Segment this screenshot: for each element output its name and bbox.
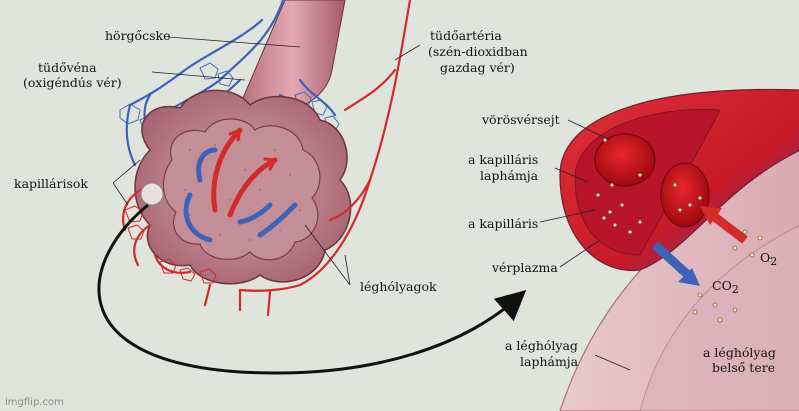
label-o2: O2	[760, 250, 777, 268]
red-blood-cell-1	[594, 133, 656, 187]
watermark: imgflip.com	[5, 397, 64, 408]
artery-network	[122, 0, 412, 317]
label-kapillaris: a kapilláris	[468, 216, 538, 231]
label-tudoarteria: tüdőartéria	[430, 28, 502, 43]
label-leg-belso: a léghólyag	[703, 345, 776, 360]
o2-arrow	[700, 206, 748, 244]
magnified-view	[559, 88, 799, 411]
label-co2: CO2	[712, 278, 739, 296]
co2-arrow	[651, 241, 700, 286]
label-kapillaris-laphamja-sub: laphámja	[480, 168, 539, 183]
bronchiole-tube	[239, 0, 346, 112]
label-leg-laphamja-sub: laphámja	[520, 354, 579, 369]
text-labels: hörgőcske tüdővéna (oxigéndús vér) tüdőa…	[5, 28, 777, 408]
label-tudoarteria-sub2: gazdag vér)	[440, 60, 515, 75]
label-vorosversejt: vörösvérsejt	[481, 112, 560, 127]
label-leg-belso-sub: belső tere	[712, 360, 775, 375]
red-blood-cell-2	[660, 162, 710, 228]
label-tudovena-sub: (oxigéndús vér)	[23, 75, 122, 90]
alveoli-illustration	[119, 0, 412, 317]
label-legholyagok: léghólyagok	[360, 279, 437, 294]
label-tudoarteria-sub1: (szén-dioxidban	[428, 44, 528, 59]
label-verplazma: vérplazma	[491, 260, 558, 275]
zoom-highlight	[140, 182, 164, 206]
leader-lines	[112, 36, 631, 371]
label-kapillaris-laphamja: a kapilláris	[468, 152, 538, 167]
label-horgocske: hörgőcske	[105, 28, 170, 43]
label-tudovena: tüdővéna	[38, 60, 97, 75]
label-kapillarisok: kapillárisok	[14, 176, 88, 191]
label-leg-laphamja: a léghólyag	[505, 338, 578, 353]
zoom-arrow	[97, 203, 527, 375]
